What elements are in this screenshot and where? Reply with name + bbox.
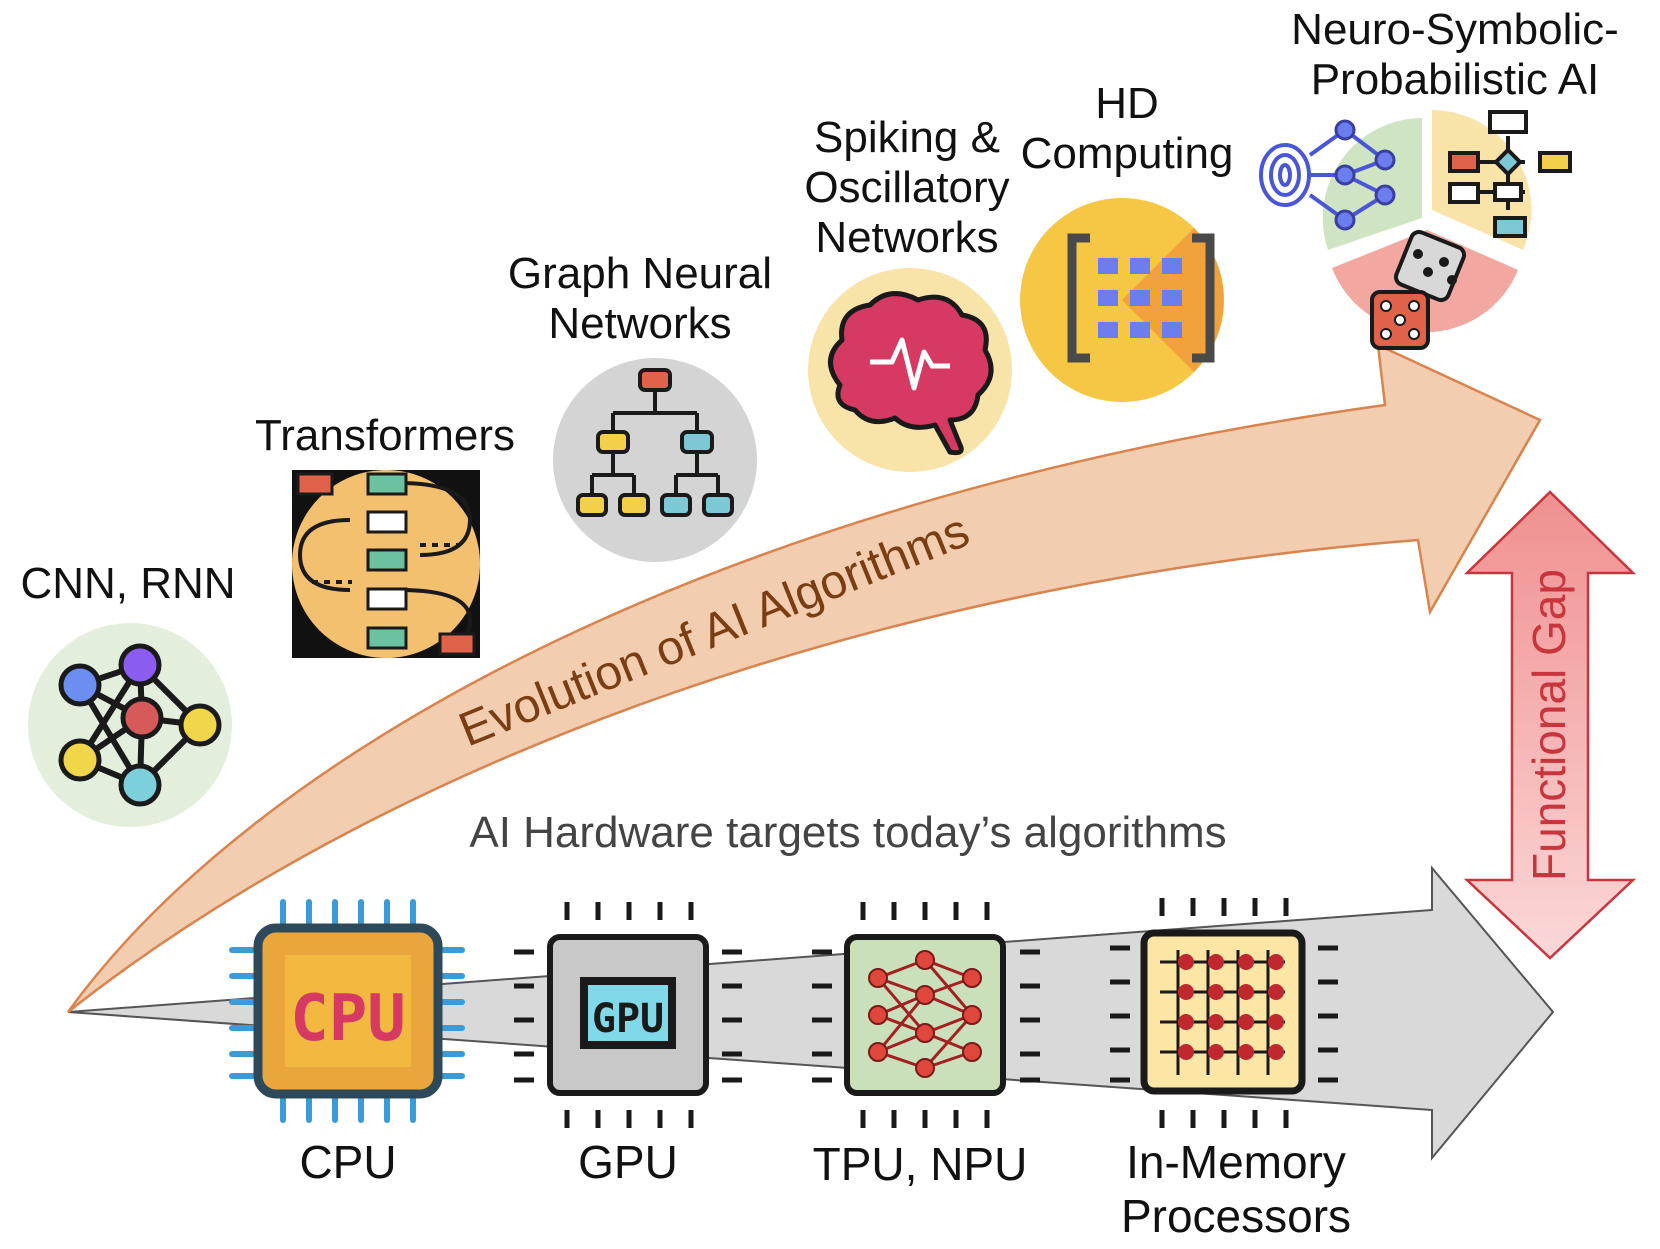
algo-nsp-label-line1: Neuro-Symbolic- (1291, 5, 1619, 54)
algo-nsp-label-line2: Probabilistic AI (1311, 55, 1600, 104)
cpu-chip-icon: CPU (229, 899, 465, 1123)
algo-spiking-label-line2: Oscillatory (804, 163, 1009, 212)
algorithm-arrow (66, 342, 1542, 1013)
algo-transformers: Transformers (255, 411, 515, 658)
in-memory-chip-icon (1110, 898, 1338, 1128)
functional-gap-label: Functional Gap (1523, 569, 1575, 881)
brain-pulse-icon (808, 268, 1012, 472)
tpu-chip-icon (812, 902, 1040, 1128)
double-arrow-icon (1463, 490, 1637, 960)
algo-transformers-label: Transformers (255, 411, 515, 460)
hw-imc-label-line1: In-Memory (1126, 1136, 1346, 1188)
algo-gnn: Graph Neural Networks (508, 249, 772, 562)
hw-cpu: CPU CPU (229, 899, 465, 1188)
hw-gpu-label: GPU (578, 1136, 678, 1188)
algorithm-arrow-shape (66, 342, 1542, 1013)
algo-hd: HD Computing (1020, 79, 1233, 402)
vector-matrix-icon (1020, 198, 1224, 402)
hw-gpu: GPU GPU (514, 902, 742, 1188)
flowchart-icon (1448, 110, 1572, 238)
gpu-chip-icon: GPU (514, 902, 742, 1128)
hw-tpu: TPU, NPU (812, 902, 1040, 1190)
neuro-symbolic-pie-icon (1259, 110, 1572, 350)
algo-nsp: Neuro-Symbolic- Probabilistic AI (1259, 5, 1619, 350)
neural-network-icon (28, 623, 232, 827)
algo-hd-label-line1: HD (1095, 79, 1159, 128)
algo-hd-label-line2: Computing (1021, 129, 1234, 178)
algo-spiking-label-line1: Spiking & (814, 113, 1000, 162)
hw-imc-label-line2: Processors (1121, 1190, 1351, 1242)
hw-imc: In-Memory Processors (1110, 898, 1351, 1242)
tree-graph-icon (553, 358, 757, 562)
algo-cnn: CNN, RNN (20, 559, 236, 827)
fingerprint-network-icon (1259, 119, 1396, 231)
cpu-chip-text: CPU (290, 982, 406, 1056)
hardware-arrow-label: AI Hardware targets today’s algorithms (469, 808, 1226, 857)
algo-cnn-label: CNN, RNN (20, 559, 235, 608)
dice-icon (1370, 229, 1467, 350)
algo-gnn-label-line1: Graph Neural (508, 249, 772, 298)
algo-spiking: Spiking & Oscillatory Networks (804, 113, 1012, 472)
algo-gnn-label-line2: Networks (548, 299, 731, 348)
algo-spiking-label-line3: Networks (815, 213, 998, 262)
transformer-flow-icon (292, 470, 480, 658)
gpu-chip-text: GPU (592, 996, 664, 1042)
hw-tpu-label: TPU, NPU (813, 1138, 1028, 1190)
functional-gap: Functional Gap (1463, 490, 1637, 960)
hw-cpu-label: CPU (299, 1136, 396, 1188)
